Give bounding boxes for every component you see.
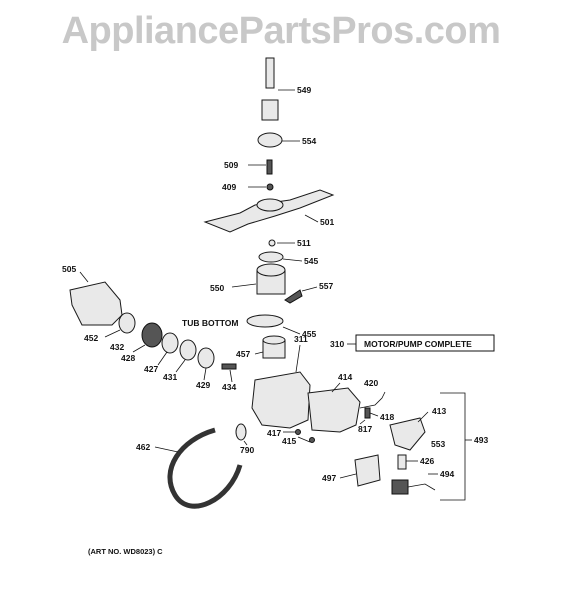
- part-434-bolts: [221, 363, 237, 383]
- label-427: 427: [144, 364, 158, 374]
- part-motor: [307, 382, 361, 433]
- label-428: 428: [121, 353, 135, 363]
- part-426-switch: [397, 454, 418, 470]
- motor-pump-complete-box: MOTOR/PUMP COMPLETE: [347, 334, 495, 352]
- part-457-clamp: [254, 335, 286, 359]
- part-432-ring: [104, 312, 136, 338]
- part-428-impeller: [132, 322, 163, 353]
- part-549-spray-tower: [261, 57, 295, 121]
- part-501-spray-arm: [203, 189, 335, 233]
- part-427-seal: [157, 332, 179, 366]
- part-462-drain-hose: [154, 427, 243, 509]
- label-494: 494: [440, 469, 454, 479]
- label-409: 409: [222, 182, 236, 192]
- label-493: 493: [474, 435, 488, 445]
- watermark: AppliancePartsPros.com: [61, 10, 501, 52]
- part-494-connector: [391, 473, 438, 495]
- tub-bottom-label: TUB BOTTOM: [182, 318, 239, 328]
- label-554: 554: [302, 136, 316, 146]
- art-number: (ART NO. WD8023) C: [88, 547, 163, 556]
- part-554-upper-nut: [257, 132, 300, 148]
- part-429-cap: [197, 347, 215, 381]
- label-511: 511: [297, 238, 311, 248]
- part-550-hub: [231, 263, 286, 295]
- label-509: 509: [224, 160, 238, 170]
- label-550: 550: [210, 283, 224, 293]
- part-311-pump-body: [251, 344, 311, 429]
- label-418: 418: [380, 412, 394, 422]
- part-409-nut: [248, 183, 274, 191]
- part-511-washer: [268, 239, 295, 247]
- part-420-wire: [359, 391, 386, 409]
- label-431: 431: [163, 372, 177, 382]
- label-501: 501: [320, 217, 334, 227]
- label-310: 310: [330, 339, 344, 349]
- label-455: 455: [302, 329, 316, 339]
- label-311: 311: [294, 334, 308, 344]
- motor-pump-complete-label: MOTOR/PUMP COMPLETE: [364, 339, 472, 349]
- part-417-415-screws: [283, 429, 315, 443]
- label-553: 553: [431, 439, 445, 449]
- part-497-plate: [339, 454, 381, 487]
- label-434: 434: [222, 382, 236, 392]
- label-462: 462: [136, 442, 150, 452]
- label-549: 549: [297, 85, 311, 95]
- label-505: 505: [62, 264, 76, 274]
- part-545-ring: [258, 251, 303, 263]
- label-417: 417: [267, 428, 281, 438]
- label-426: 426: [420, 456, 434, 466]
- label-432: 432: [110, 342, 124, 352]
- label-545: 545: [304, 256, 318, 266]
- part-493-bracket-brace: [440, 392, 472, 501]
- label-415: 415: [282, 436, 296, 446]
- part-455-gasket: [246, 314, 301, 335]
- label-497: 497: [322, 473, 336, 483]
- part-553-bracket: [389, 411, 429, 451]
- label-457: 457: [236, 349, 250, 359]
- label-452: 452: [84, 333, 98, 343]
- part-557-clip: [284, 286, 318, 304]
- part-509-bolt: [248, 159, 273, 175]
- label-413: 413: [432, 406, 446, 416]
- part-790-clamp: [235, 423, 248, 446]
- label-429: 429: [196, 380, 210, 390]
- label-557: 557: [319, 281, 333, 291]
- part-431-ring: [175, 339, 197, 373]
- part-505-housing: [69, 271, 123, 326]
- part-418-817-bracket: [359, 407, 379, 425]
- label-790: 790: [240, 445, 254, 455]
- label-817: 817: [358, 424, 372, 434]
- label-414: 414: [338, 372, 352, 382]
- label-420: 420: [364, 378, 378, 388]
